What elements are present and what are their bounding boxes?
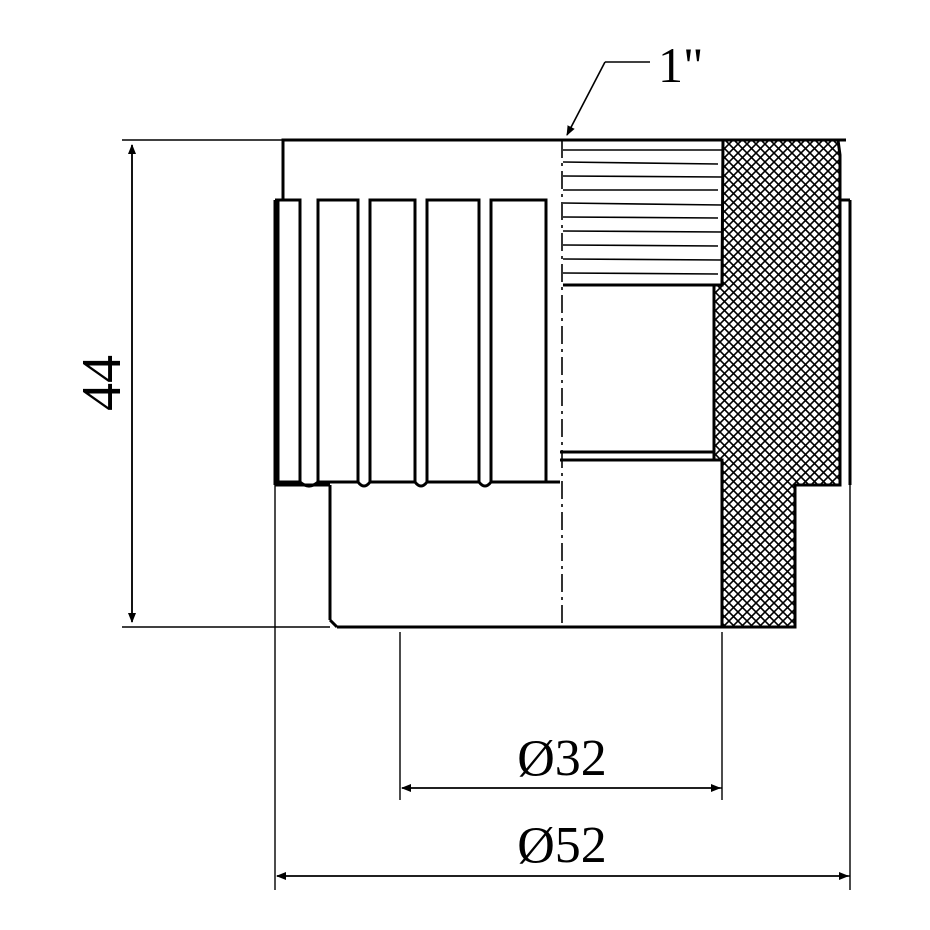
height-dimension-label: 44 [71,355,133,411]
thread-size-label: 1" [658,37,703,93]
thread-lines [562,149,723,287]
outer-diameter-label: Ø52 [517,817,607,874]
dimension-lines [128,144,850,880]
grip-ribs [276,198,560,488]
inner-diameter-label: Ø32 [517,730,607,787]
hatched-section [712,138,842,629]
lower-body [328,450,722,629]
extension-lines [122,139,851,890]
thread-leader [566,61,650,136]
